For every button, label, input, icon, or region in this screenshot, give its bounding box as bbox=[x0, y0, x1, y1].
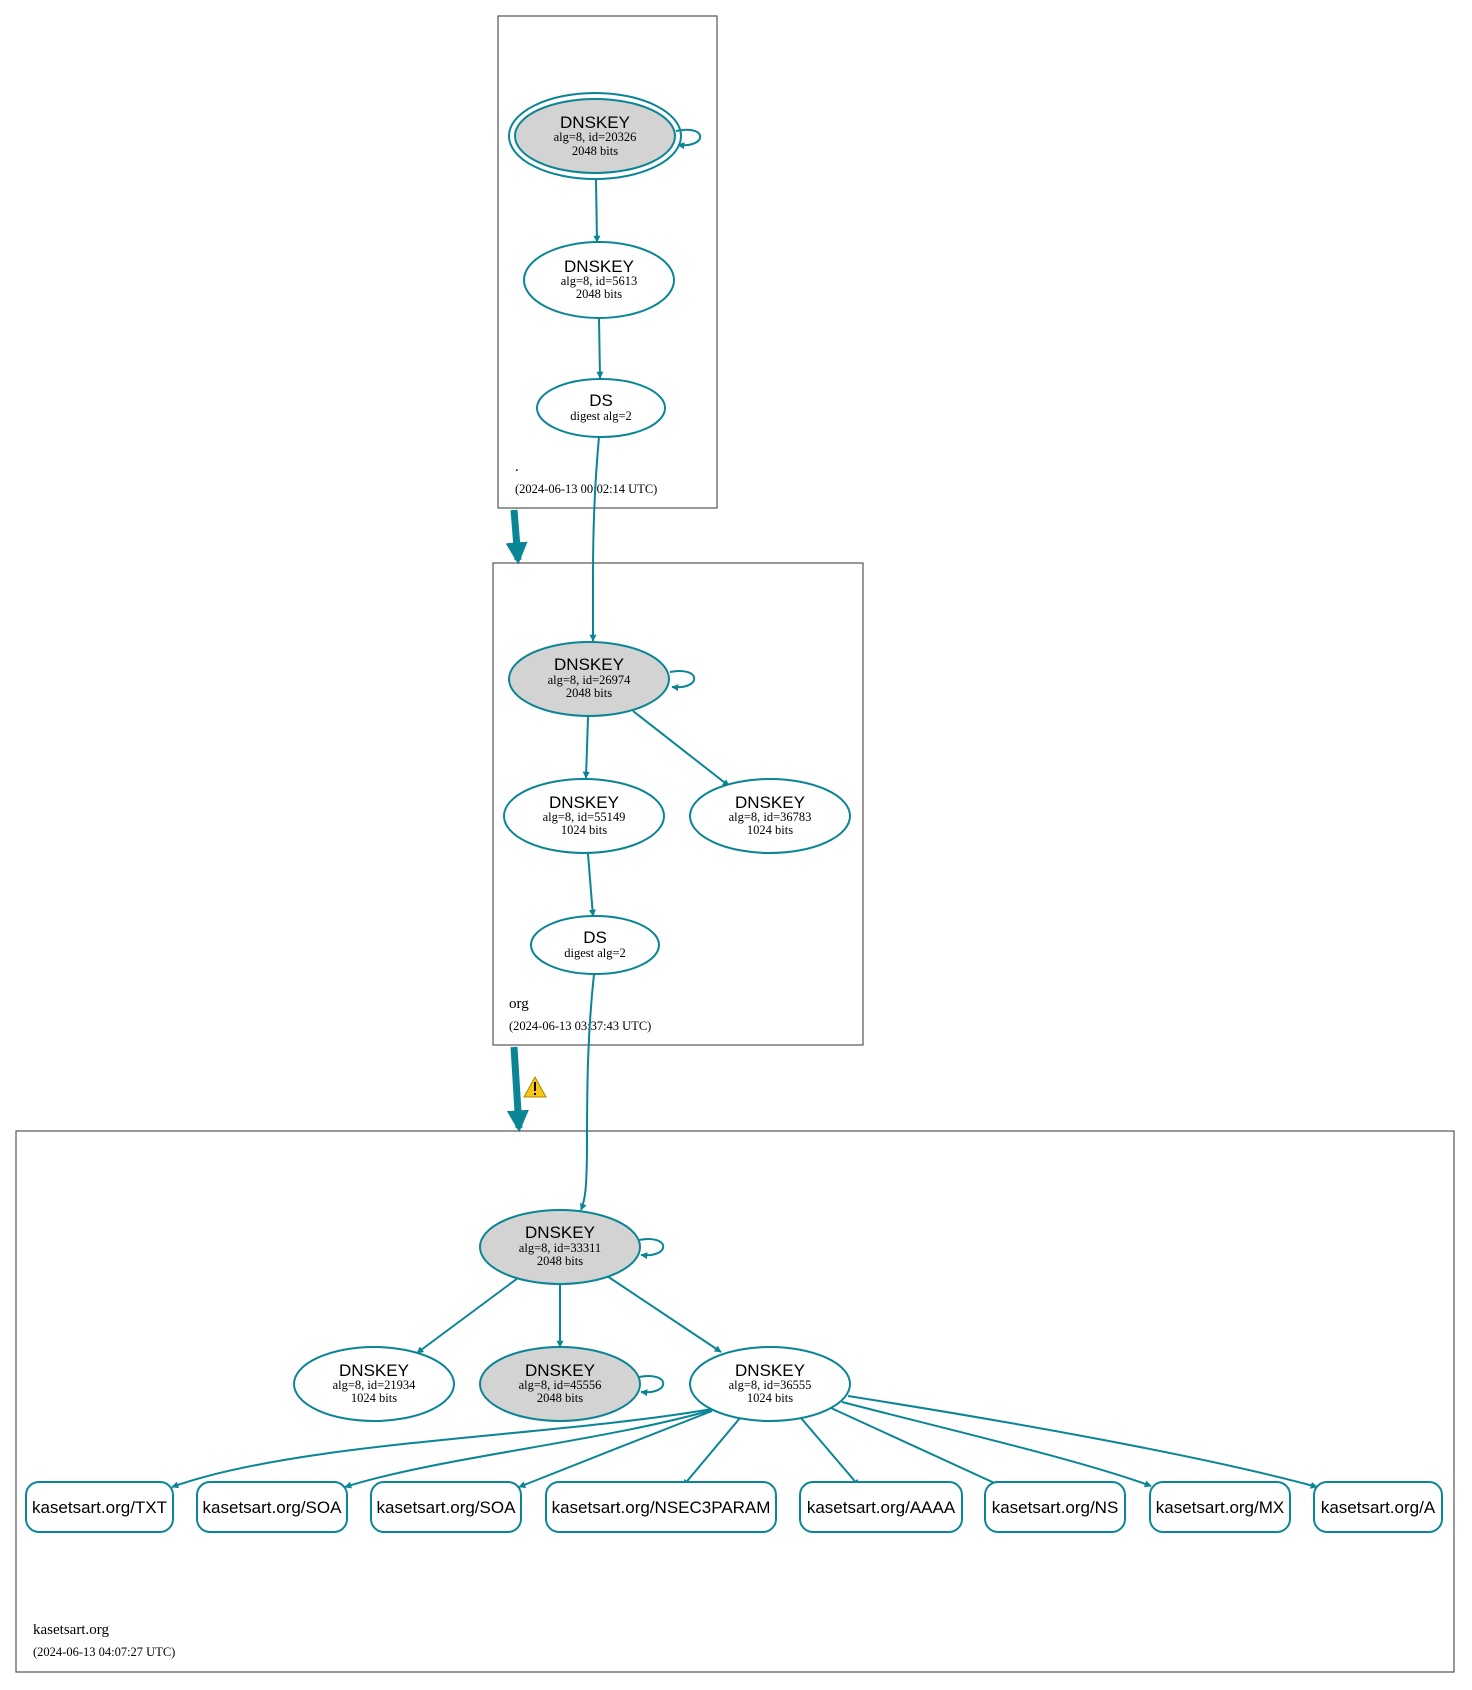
node-kasetsart-key-21934-detail: alg=8, id=21934 bbox=[333, 1378, 417, 1392]
node-root-ds[interactable]: DS digest alg=2 bbox=[536, 378, 666, 438]
node-org-zsk-36783-size: 1024 bits bbox=[747, 823, 793, 837]
rrset-ns-label: kasetsart.org/NS bbox=[992, 1498, 1119, 1517]
node-root-zsk-detail: alg=8, id=5613 bbox=[561, 274, 638, 288]
rrset-txt-label: kasetsart.org/TXT bbox=[32, 1498, 167, 1517]
zone-kasetsart-timestamp: (2024-06-13 04:07:27 UTC) bbox=[33, 1645, 175, 1659]
node-root-ds-type: DS bbox=[589, 391, 613, 410]
rrset-nsec3param[interactable]: kasetsart.org/NSEC3PARAM bbox=[545, 1481, 777, 1533]
node-org-ds[interactable]: DS digest alg=2 bbox=[530, 915, 660, 975]
node-kasetsart-key-45556-detail: alg=8, id=45556 bbox=[519, 1378, 602, 1392]
node-root-ds-detail: digest alg=2 bbox=[570, 409, 632, 423]
edge-k-45556-self bbox=[638, 1375, 665, 1397]
edge-k-ksk-to-36555 bbox=[606, 1275, 722, 1353]
edge-k-ksk-to-21934 bbox=[416, 1277, 519, 1354]
edge-k-36555-to-ns bbox=[830, 1407, 1002, 1487]
node-kasetsart-ksk-detail: alg=8, id=33311 bbox=[519, 1241, 601, 1255]
node-root-ksk-type: DNSKEY bbox=[560, 113, 630, 132]
rrset-soa-2-label: kasetsart.org/SOA bbox=[377, 1498, 517, 1517]
node-org-zsk-55149-type: DNSKEY bbox=[549, 793, 619, 812]
node-kasetsart-ksk-type: DNSKEY bbox=[525, 1223, 595, 1242]
edge-k-36555-to-mx bbox=[841, 1401, 1152, 1488]
edge-org-zsk1-to-ds bbox=[587, 853, 596, 917]
node-kasetsart-key-21934-size: 1024 bits bbox=[351, 1391, 397, 1405]
edge-k-36555-to-a bbox=[847, 1395, 1318, 1489]
node-org-ksk[interactable]: DNSKEY alg=8, id=26974 2048 bits bbox=[508, 641, 670, 717]
edge-root-ksk-to-zsk bbox=[593, 179, 601, 243]
rrset-mx[interactable]: kasetsart.org/MX bbox=[1149, 1481, 1291, 1533]
zone-kasetsart: kasetsart.org (2024-06-13 04:07:27 UTC) bbox=[15, 1130, 1455, 1673]
node-root-zsk-type: DNSKEY bbox=[564, 257, 634, 276]
zone-org-timestamp: (2024-06-13 03:37:43 UTC) bbox=[509, 1019, 651, 1033]
edge-org-ksk-to-zsk1 bbox=[582, 716, 590, 779]
edge-k-36555-to-txt bbox=[171, 1408, 713, 1489]
node-org-ds-type: DS bbox=[583, 928, 607, 947]
node-kasetsart-key-36555[interactable]: DNSKEY alg=8, id=36555 1024 bits bbox=[689, 1346, 851, 1422]
zone-root-name: . bbox=[515, 459, 519, 475]
edge-k-36555-to-soa1 bbox=[344, 1409, 713, 1489]
node-kasetsart-key-36555-size: 1024 bits bbox=[747, 1391, 793, 1405]
delegation-org-to-kasetsart bbox=[506, 1046, 529, 1133]
edge-k-ksk-self bbox=[638, 1238, 665, 1260]
node-kasetsart-ksk-size: 2048 bits bbox=[537, 1254, 583, 1268]
node-org-zsk-36783[interactable]: DNSKEY alg=8, id=36783 1024 bits bbox=[689, 778, 851, 854]
zone-org: org (2024-06-13 03:37:43 UTC) bbox=[492, 562, 864, 1046]
edge-org-ksk-to-zsk2 bbox=[632, 710, 730, 787]
node-org-zsk-55149[interactable]: DNSKEY alg=8, id=55149 1024 bits bbox=[503, 778, 665, 854]
warning-triangle-icon bbox=[523, 1075, 547, 1098]
rrset-soa-1[interactable]: kasetsart.org/SOA bbox=[196, 1481, 348, 1533]
edge-root-ksk-self bbox=[675, 128, 702, 150]
rrset-aaaa-label: kasetsart.org/AAAA bbox=[807, 1498, 956, 1517]
edge-k-36555-to-aaaa bbox=[800, 1417, 860, 1487]
edge-k-36555-to-nsec3param bbox=[682, 1417, 741, 1487]
edge-org-ds-to-kasetsart-ksk bbox=[580, 973, 595, 1211]
node-root-ksk-detail: alg=8, id=20326 bbox=[554, 130, 637, 144]
node-org-zsk-36783-detail: alg=8, id=36783 bbox=[729, 810, 812, 824]
edge-root-zsk-to-ds bbox=[596, 317, 604, 379]
node-root-zsk[interactable]: DNSKEY alg=8, id=5613 2048 bits bbox=[523, 241, 675, 319]
rrset-aaaa[interactable]: kasetsart.org/AAAA bbox=[799, 1481, 963, 1533]
rrset-soa-2[interactable]: kasetsart.org/SOA bbox=[370, 1481, 522, 1533]
delegation-root-to-org bbox=[505, 509, 528, 565]
rrset-ns[interactable]: kasetsart.org/NS bbox=[984, 1481, 1126, 1533]
node-root-ksk-size: 2048 bits bbox=[572, 144, 618, 158]
zone-kasetsart-name: kasetsart.org bbox=[33, 1622, 109, 1638]
node-root-ksk[interactable]: DNSKEY alg=8, id=20326 2048 bits bbox=[508, 92, 682, 180]
node-kasetsart-key-21934-type: DNSKEY bbox=[339, 1361, 409, 1380]
node-kasetsart-key-21934[interactable]: DNSKEY alg=8, id=21934 1024 bits bbox=[293, 1346, 455, 1422]
node-kasetsart-ksk[interactable]: DNSKEY alg=8, id=33311 2048 bits bbox=[479, 1209, 641, 1285]
node-kasetsart-key-36555-type: DNSKEY bbox=[735, 1361, 805, 1380]
rrset-nsec3param-label: kasetsart.org/NSEC3PARAM bbox=[552, 1498, 771, 1517]
rrset-txt[interactable]: kasetsart.org/TXT bbox=[25, 1481, 174, 1533]
rrset-a-label: kasetsart.org/A bbox=[1321, 1498, 1436, 1517]
node-kasetsart-key-36555-detail: alg=8, id=36555 bbox=[729, 1378, 812, 1392]
edge-org-ksk-self bbox=[669, 670, 696, 692]
node-kasetsart-key-45556-type: DNSKEY bbox=[525, 1361, 595, 1380]
node-org-zsk-55149-size: 1024 bits bbox=[561, 823, 607, 837]
node-org-ksk-detail: alg=8, id=26974 bbox=[548, 673, 632, 687]
edge-root-ds-to-org-ksk bbox=[589, 436, 600, 642]
node-org-ksk-type: DNSKEY bbox=[554, 655, 624, 674]
node-org-zsk-55149-detail: alg=8, id=55149 bbox=[543, 810, 626, 824]
node-kasetsart-key-45556[interactable]: DNSKEY alg=8, id=45556 2048 bits bbox=[479, 1346, 641, 1422]
zone-root: . (2024-06-13 00:02:14 UTC) bbox=[497, 15, 718, 509]
rrset-soa-1-label: kasetsart.org/SOA bbox=[203, 1498, 343, 1517]
rrset-a[interactable]: kasetsart.org/A bbox=[1313, 1481, 1443, 1533]
node-org-ksk-size: 2048 bits bbox=[566, 686, 612, 700]
node-root-zsk-size: 2048 bits bbox=[576, 287, 622, 301]
node-org-ds-detail: digest alg=2 bbox=[564, 946, 626, 960]
zone-root-timestamp: (2024-06-13 00:02:14 UTC) bbox=[515, 482, 657, 496]
zone-org-name: org bbox=[509, 996, 529, 1012]
node-kasetsart-key-45556-size: 2048 bits bbox=[537, 1391, 583, 1405]
node-org-zsk-36783-type: DNSKEY bbox=[735, 793, 805, 812]
edge-k-36555-to-soa2 bbox=[518, 1410, 713, 1488]
rrset-mx-label: kasetsart.org/MX bbox=[1156, 1498, 1285, 1517]
